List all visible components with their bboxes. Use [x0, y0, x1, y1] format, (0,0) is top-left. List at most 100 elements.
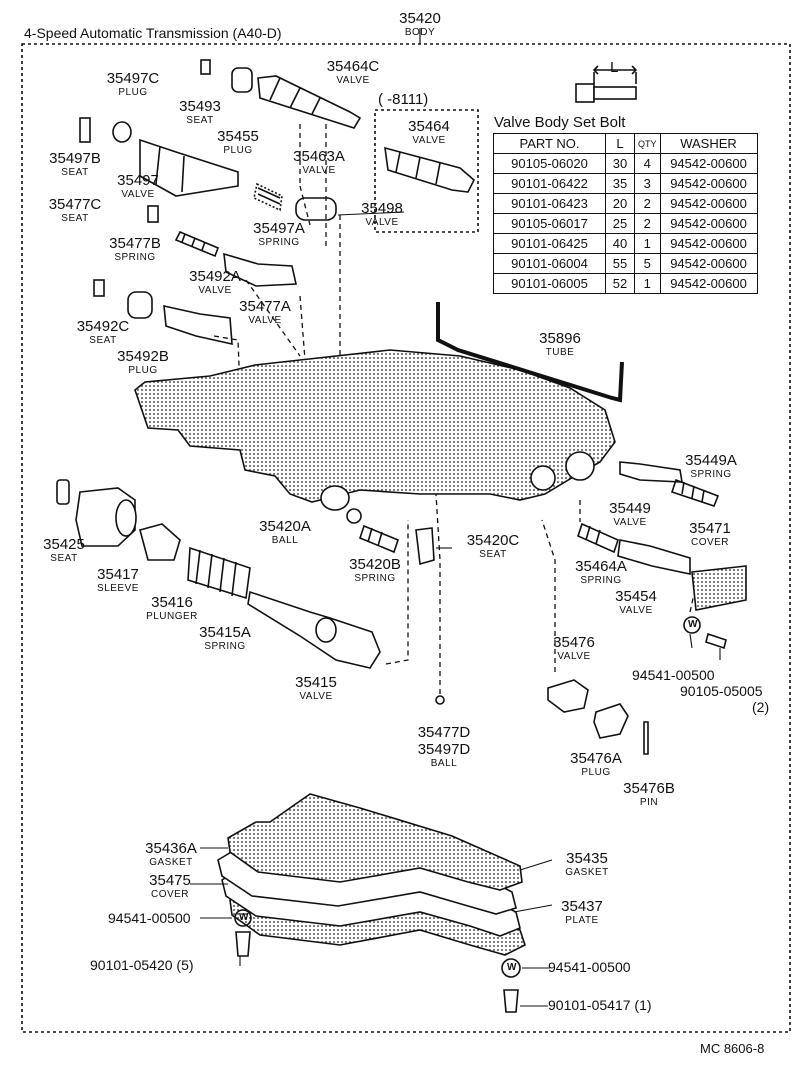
washer-label-left: 94541-00500: [108, 910, 191, 926]
left-lower-parts: [56, 479, 445, 705]
cell-length: 52: [605, 273, 635, 294]
washer-label-bottom: 94541-00500: [548, 959, 631, 975]
inset-box: [374, 109, 479, 233]
washer-icon: W: [507, 962, 517, 973]
bolt-length-label: L: [610, 59, 619, 76]
right-valves: [547, 461, 747, 755]
cell-washer: 94542-00600: [659, 213, 758, 234]
cell-length: 30: [605, 153, 635, 174]
bolt-qty-right: (2): [752, 699, 770, 715]
body-label: 35420 BODY: [380, 10, 460, 38]
tube-35896: [436, 302, 624, 403]
diagram-title: 4-Speed Automatic Transmission (A40-D): [24, 25, 282, 41]
bolt-label-right: 90105-05005: [680, 683, 763, 699]
valve-body: [134, 349, 616, 511]
washer-icon: W: [688, 619, 698, 630]
diagram-frame: [21, 43, 791, 1033]
bolt-label-bottom: 90101-05417 (1): [548, 997, 652, 1013]
cell-part-no: 90101-06005: [493, 273, 606, 294]
table-header-row: PART NO. L QTY WASHER: [493, 133, 758, 154]
set-bolt-table-title: Valve Body Set Bolt: [494, 114, 626, 131]
cell-washer: 94542-00600: [659, 153, 758, 174]
cell-qty: 5: [634, 253, 661, 274]
cell-washer: 94542-00600: [659, 273, 758, 294]
cell-part-no: 90101-06004: [493, 253, 606, 274]
cell-qty: 2: [634, 213, 661, 234]
cell-part-no: 90101-06425: [493, 233, 606, 254]
cell-length: 55: [605, 253, 635, 274]
cell-qty: 3: [634, 173, 661, 194]
col-qty: QTY: [634, 133, 661, 154]
inset-range: ( -8111): [378, 91, 429, 108]
cell-part-no: 90101-06422: [493, 173, 606, 194]
lower-fasteners: [234, 909, 521, 1013]
part-caption: BODY: [404, 27, 436, 38]
col-part-no: PART NO.: [493, 133, 606, 154]
col-washer: WASHER: [659, 133, 758, 154]
cell-length: 35: [605, 173, 635, 194]
diagram-code: MC 8606-8: [700, 1041, 765, 1056]
cell-length: 20: [605, 193, 635, 214]
cell-washer: 94542-00600: [659, 193, 758, 214]
cell-part-no: 90105-06020: [493, 153, 606, 174]
cell-washer: 94542-00600: [659, 173, 758, 194]
cell-part-no: 90101-06423: [493, 193, 606, 214]
cell-washer: 94542-00600: [659, 233, 758, 254]
cell-qty: 1: [634, 273, 661, 294]
cell-length: 40: [605, 233, 635, 254]
part-number: 35420: [399, 10, 441, 27]
washer-label-right: 94541-00500: [632, 667, 715, 683]
washer-icon: W: [239, 912, 249, 923]
bolt-label-left: 90101-05420 (5): [90, 957, 194, 973]
cell-washer: 94542-00600: [659, 253, 758, 274]
cell-qty: 1: [634, 233, 661, 254]
cell-qty: 4: [634, 153, 661, 174]
cell-length: 25: [605, 213, 635, 234]
bolt-dimension-icon: [575, 65, 638, 103]
upper-valves: [79, 59, 475, 346]
plate-stack: [217, 793, 526, 956]
